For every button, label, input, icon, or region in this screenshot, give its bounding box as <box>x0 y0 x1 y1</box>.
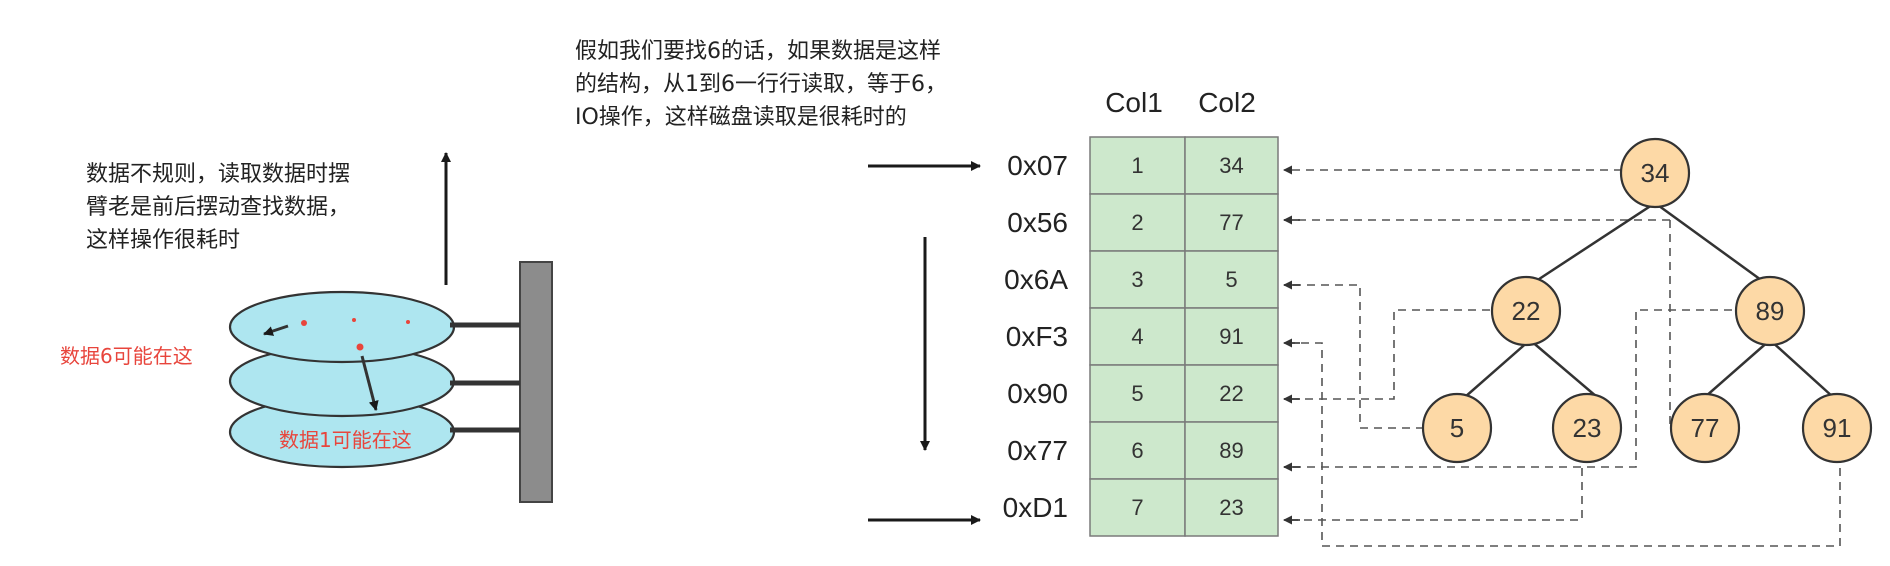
data-dot <box>352 318 356 322</box>
cell-col2-bg <box>1184 364 1279 423</box>
cell-col2: 91 <box>1219 324 1243 349</box>
cell-col2-bg <box>1184 478 1279 537</box>
map-91 <box>1284 342 1841 547</box>
tree-edges <box>1464 201 1834 398</box>
cell-col1: 2 <box>1131 210 1143 235</box>
tree-node-34: 34 <box>1619 137 1691 209</box>
cell-col2: 34 <box>1219 153 1243 178</box>
cell-col1: 1 <box>1131 153 1143 178</box>
left-note-line-3: 这样操作很耗时 <box>86 228 240 253</box>
cell-col1-bg <box>1089 364 1186 423</box>
cell-col2: 23 <box>1219 495 1243 520</box>
row-address: 0x77 <box>1007 435 1068 466</box>
tree-node-22: 22 <box>1490 275 1562 347</box>
tree-node-91: 91 <box>1801 392 1873 464</box>
row-address: 0xF3 <box>1006 321 1068 352</box>
cell-col1-bg <box>1089 193 1186 252</box>
cell-col1-bg <box>1089 421 1186 480</box>
table-row: 0xD1 7 23 <box>1003 478 1279 537</box>
tree-node-label: 23 <box>1573 413 1602 443</box>
platter-1 <box>228 290 456 364</box>
cell-col2-bg <box>1184 421 1279 480</box>
cell-col2-bg <box>1184 136 1279 195</box>
cell-col2: 89 <box>1219 438 1243 463</box>
tree-node-label: 34 <box>1641 158 1670 188</box>
edge-89-91 <box>1769 339 1834 398</box>
tree-node-label: 89 <box>1756 296 1785 326</box>
table-row: 0x56 2 77 <box>1007 193 1279 252</box>
data-dot <box>356 343 364 351</box>
data-dot <box>301 320 307 326</box>
col1-header: Col1 <box>1105 87 1163 118</box>
table-row: 0x90 5 22 <box>1007 364 1279 423</box>
data-dot <box>406 320 410 324</box>
cell-col1: 3 <box>1131 267 1143 292</box>
tree-node-23: 23 <box>1551 392 1623 464</box>
top-note-line-3: IO操作，这样磁盘读取是很耗时的 <box>575 105 907 130</box>
label-data-1: 数据1可能在这 <box>279 428 412 452</box>
table-row: 0xF3 4 91 <box>1006 307 1279 366</box>
edge-22-5 <box>1464 339 1531 398</box>
tree-node-label: 77 <box>1691 413 1720 443</box>
row-address: 0x56 <box>1007 207 1068 238</box>
row-address: 0xD1 <box>1003 492 1068 523</box>
map-22 <box>1284 309 1504 400</box>
col2-header: Col2 <box>1198 87 1256 118</box>
cell-col1: 5 <box>1131 381 1143 406</box>
table-row: 0x07 1 34 <box>1007 136 1279 195</box>
cell-col1-bg <box>1089 478 1186 537</box>
tree-node-77: 77 <box>1669 392 1741 464</box>
tree-node-label: 22 <box>1512 296 1541 326</box>
disk-arm <box>519 261 553 503</box>
map-5 <box>1284 284 1452 429</box>
cell-col1: 7 <box>1131 495 1143 520</box>
mapping-lines <box>1283 165 1841 547</box>
cell-col2: 22 <box>1219 381 1243 406</box>
cell-col1: 4 <box>1131 324 1143 349</box>
cell-col2: 77 <box>1219 210 1243 235</box>
label-data-6: 数据6可能在这 <box>60 344 193 368</box>
left-note-line-1: 数据不规则，读取数据时摆 <box>86 162 350 187</box>
tree-nodes: 34 22 89 5 23 77 91 <box>1421 137 1873 464</box>
row-address: 0x90 <box>1007 378 1068 409</box>
top-note-line-2: 的结构，从1到6一行行读取，等于6， <box>575 72 947 97</box>
left-note-line-2: 臂老是前后摆动查找数据， <box>86 195 350 220</box>
cell-col1-bg <box>1089 136 1186 195</box>
top-note-line-1: 假如我们要找6的话，如果数据是这样 <box>575 39 941 64</box>
disk-illustration <box>228 261 553 503</box>
row-address: 0x07 <box>1007 150 1068 181</box>
tree-node-label: 91 <box>1823 413 1852 443</box>
cell-col1: 6 <box>1131 438 1143 463</box>
map-77 <box>1284 219 1671 428</box>
cell-col2-bg <box>1184 307 1279 366</box>
edge-34-89 <box>1654 201 1769 287</box>
tree-node-label: 5 <box>1450 413 1464 443</box>
map-23 <box>1284 468 1583 521</box>
platter-arrow-down <box>360 355 379 411</box>
edge-89-77 <box>1704 339 1771 398</box>
table-row: 0x6A 3 5 <box>1004 250 1279 309</box>
table-row: 0x77 6 89 <box>1007 421 1279 480</box>
tree-node-5: 5 <box>1421 392 1493 464</box>
platter-arrow-left <box>263 324 289 336</box>
edge-34-22 <box>1529 201 1656 287</box>
cell-col2: 5 <box>1225 267 1237 292</box>
map-89 <box>1284 309 1746 468</box>
tree-node-89: 89 <box>1734 275 1806 347</box>
cell-col2-bg <box>1184 193 1279 252</box>
row-address: 0x6A <box>1004 264 1068 295</box>
data-table: 0x07 1 34 0x56 2 77 0x6A 3 5 0xF3 4 91 0x90 5 22 0x77 6 8… <box>1003 136 1279 537</box>
edge-22-23 <box>1529 339 1598 398</box>
